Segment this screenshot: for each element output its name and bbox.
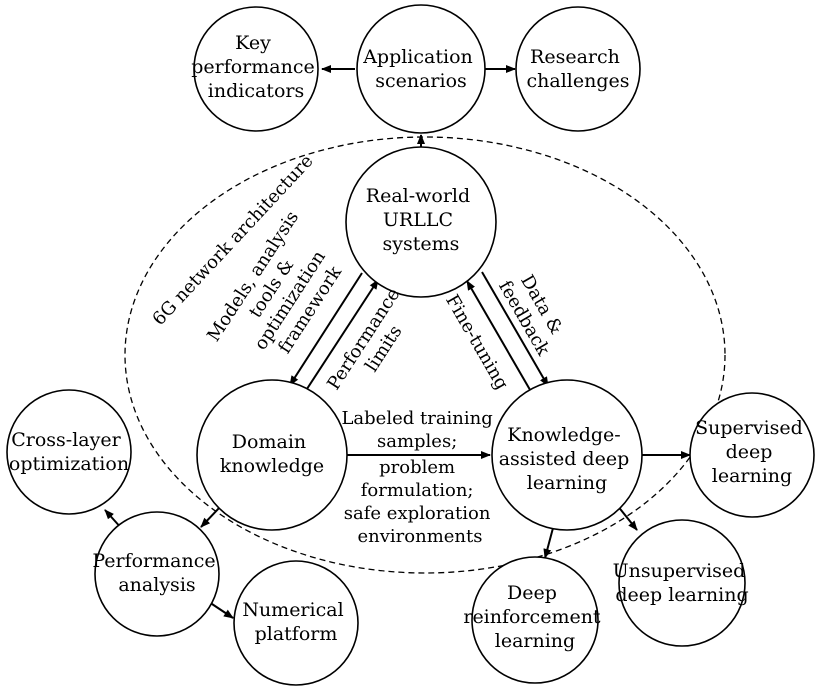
- label-realworld: Real-world URLLC systems: [366, 185, 476, 255]
- edge-kadl-to-drl: [543, 527, 554, 559]
- node-drl: [471, 556, 599, 684]
- edge-domain-to-perfanalysis: [200, 506, 221, 528]
- label-perf-limits: Performance limits: [323, 280, 426, 406]
- label-domain: Domain knowledge: [220, 431, 324, 477]
- node-perfanalysis: [94, 511, 220, 637]
- label-labeled: Labeled training samples; problem formul…: [341, 408, 498, 547]
- label-kadl: Knowledge- assisted deep learning: [499, 424, 636, 494]
- edge-perfanalysis-to-numerical: [208, 601, 234, 619]
- label-perfanalysis: Performance analysis: [92, 550, 221, 596]
- node-research: [515, 6, 641, 132]
- edge-realworld-to-domain: [289, 272, 363, 386]
- label-numerical: Numerical platform: [242, 599, 349, 645]
- node-application: [356, 4, 486, 134]
- architecture-boundary: [124, 136, 726, 574]
- edge-kadl-to-realworld: [466, 280, 534, 396]
- node-numerical: [233, 560, 359, 686]
- edge-kadl-to-unsupervised: [616, 504, 638, 531]
- node-kpi: [193, 6, 319, 132]
- label-models: Models, analysis tools & optimization fr…: [203, 203, 361, 382]
- node-supervised: [689, 392, 815, 518]
- label-unsupervised: Unsupervised deep learning: [613, 560, 752, 606]
- node-domain: [196, 379, 348, 531]
- label-kpi: Key performance indicators: [191, 32, 321, 102]
- node-realworld: [345, 146, 497, 298]
- label-research: Research challenges: [527, 46, 630, 92]
- label-supervised: Supervised deep learning: [695, 417, 809, 487]
- edge-domain-to-realworld: [302, 279, 379, 396]
- node-crosslayer: [6, 389, 132, 515]
- label-application: Application scenarios: [362, 46, 479, 92]
- label-drl: Deep reinforcement learning: [463, 582, 606, 652]
- edge-realworld-to-kadl: [481, 271, 549, 387]
- label-crosslayer: Cross-layer optimization: [9, 429, 129, 475]
- node-unsupervised: [618, 519, 746, 647]
- node-kadl: [491, 379, 643, 531]
